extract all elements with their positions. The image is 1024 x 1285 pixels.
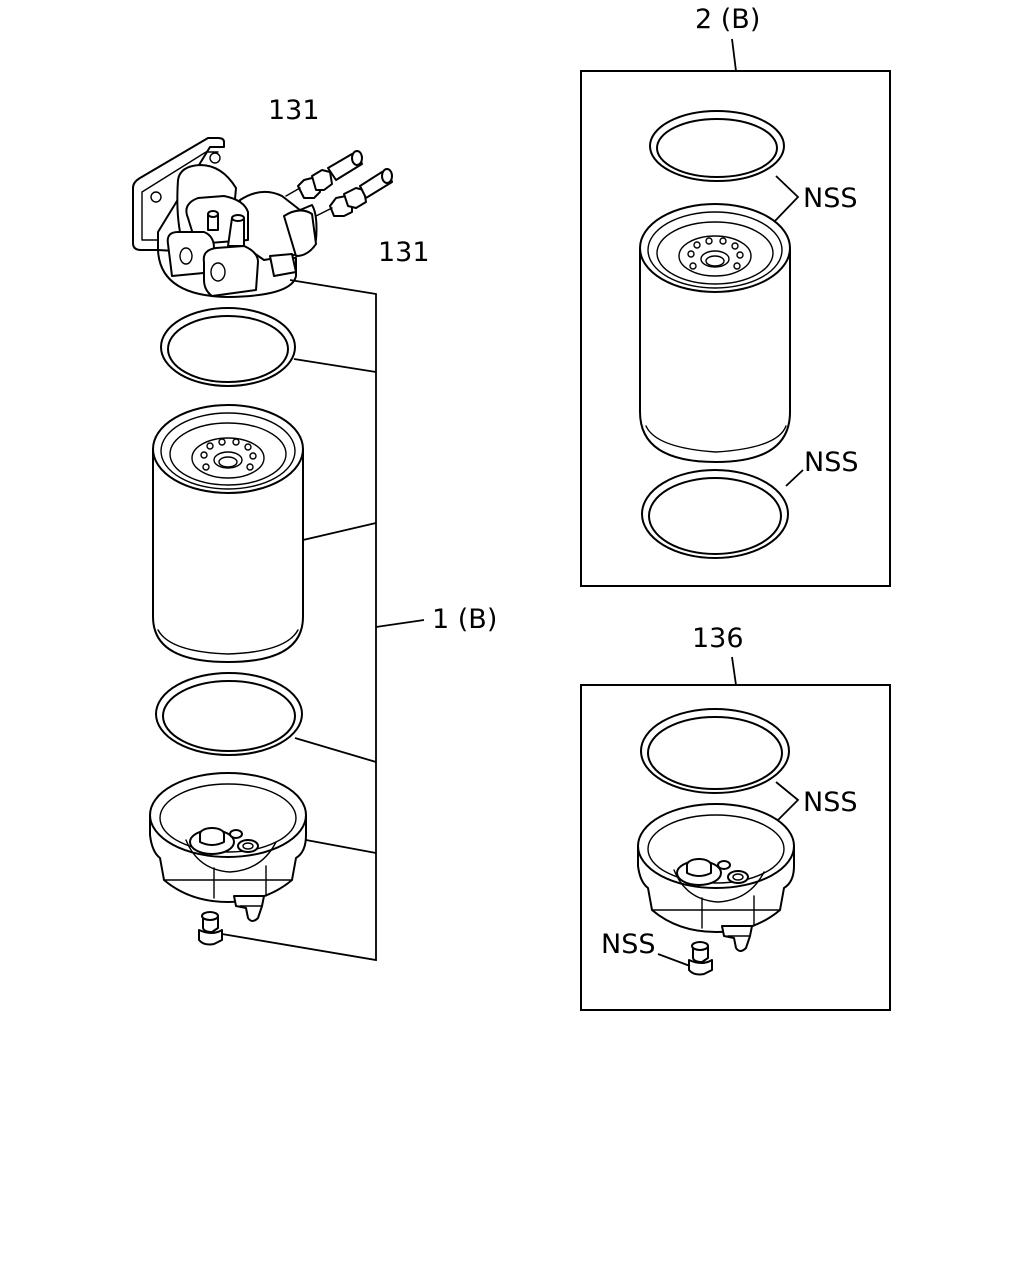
kit-136-ring: [640, 708, 790, 794]
label-1b: 1 (B): [432, 604, 497, 635]
kit-136-bowl: [637, 803, 795, 952]
label-131-upper: 131: [268, 95, 320, 126]
kit-2b-gasket: [649, 110, 785, 182]
kit-136-nss-leaders: [657, 781, 800, 967]
kit-2b-lower-ring: [641, 469, 789, 559]
o-ring-upper: [160, 307, 296, 387]
hose-fitting-lower: [315, 168, 393, 217]
label-2b: 2 (B): [695, 4, 760, 35]
o-ring-lower: [155, 672, 303, 756]
hose-fitting-upper: [285, 150, 363, 199]
drain-plug-left: [198, 911, 223, 946]
filter-element-left: [152, 404, 304, 663]
kit-136-drain-plug: [688, 941, 713, 976]
label-136: 136: [692, 623, 744, 654]
kit-2b-box: [580, 38, 891, 587]
label-nss-gasket-element: NSS: [803, 183, 857, 214]
assembly-1b-leaders: [221, 279, 425, 962]
label-131-lower: 131: [378, 237, 430, 268]
label-nss-lower-ring: NSS: [804, 447, 858, 478]
kit-2b-filter-element: [639, 203, 791, 463]
kit-136-box: [580, 656, 891, 1011]
label-nss-ring-bowl: NSS: [803, 787, 857, 818]
kit-2b-nss-leaders: [773, 175, 804, 487]
label-nss-plug: NSS: [601, 929, 655, 960]
filter-head: [132, 137, 318, 298]
water-bowl-left: [149, 772, 307, 922]
